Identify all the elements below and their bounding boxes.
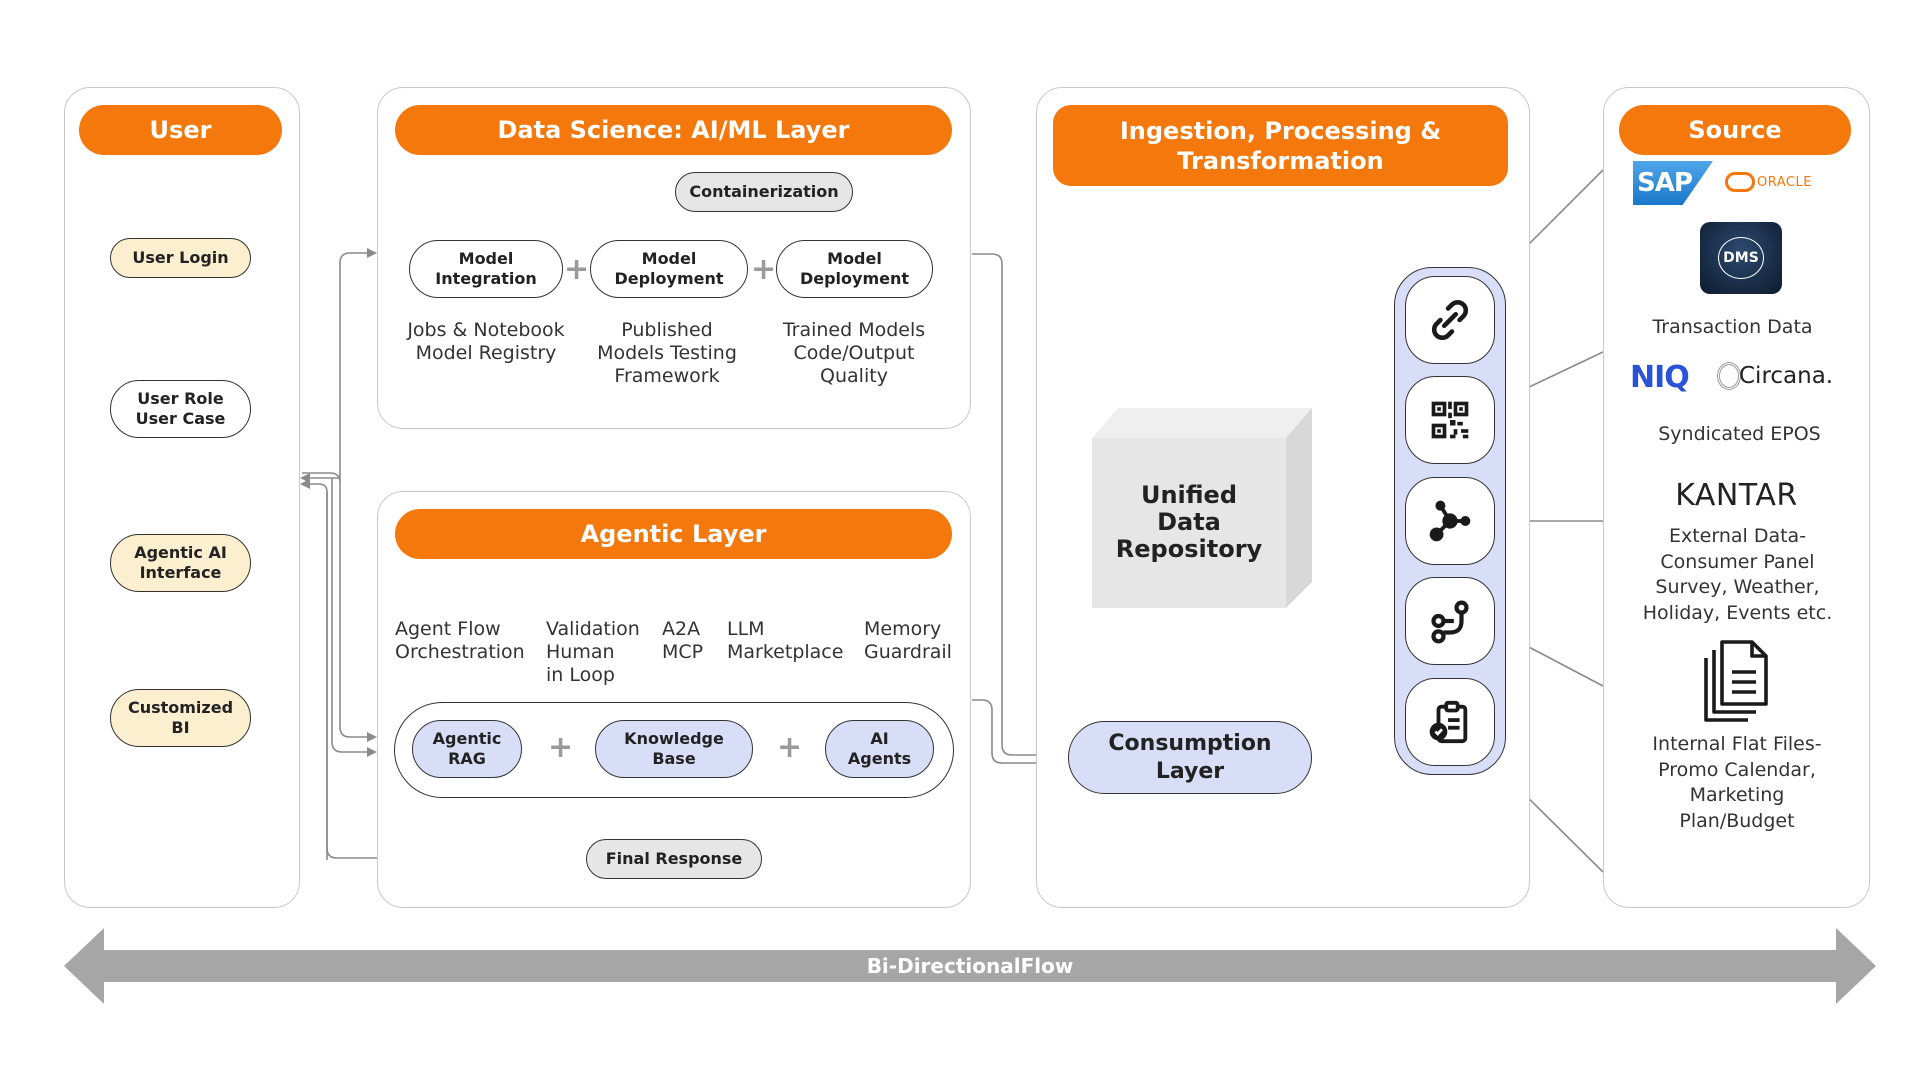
qr-code-icon <box>1405 376 1495 464</box>
internal-flat-files-label: Internal Flat Files- Promo Calendar, Mar… <box>1652 733 1822 832</box>
niq-logo: NIQ <box>1630 360 1690 395</box>
dms-logo-text: DMS <box>1718 237 1764 279</box>
containerization-node[interactable]: Containerization <box>675 172 853 212</box>
capability-orchestration: Agent Flow Orchestration <box>395 618 525 663</box>
agentic-rag-node[interactable]: Agentic RAG <box>412 720 522 778</box>
oracle-logo: ORACLE <box>1725 172 1812 192</box>
knowledge-base-node[interactable]: Knowledge Base <box>595 720 753 778</box>
model-deployment-description: Published Models Testing Framework <box>597 319 737 387</box>
transaction-data-label: Transaction Data <box>1652 316 1813 338</box>
syndicated-epos-label: Syndicated EPOS <box>1658 423 1821 445</box>
oracle-ring-icon <box>1725 172 1755 192</box>
kantar-logo: KANTAR <box>1675 478 1798 513</box>
capability-memory: Memory Guardrail <box>864 618 952 663</box>
graph-node-icon <box>1405 477 1495 565</box>
plus-icon: + <box>751 252 777 287</box>
user-role-node[interactable]: User Role User Case <box>110 380 251 438</box>
capability-llm: LLM Marketplace <box>727 618 844 663</box>
customized-bi-node[interactable]: Customized BI <box>110 689 251 747</box>
model-integration-description: Jobs & Notebook Model Registry <box>407 319 565 364</box>
data-science-header: Data Science: AI/ML Layer <box>395 105 952 155</box>
user-header: User <box>79 105 282 155</box>
link-icon <box>1405 276 1495 364</box>
external-data-label: External Data- Consumer Panel Survey, We… <box>1642 525 1833 624</box>
files-icon <box>1704 640 1768 722</box>
agentic-panel <box>377 491 971 908</box>
sap-logo-text: SAP <box>1637 168 1693 198</box>
clipboard-check-icon <box>1405 678 1495 766</box>
agentic-ai-interface-node[interactable]: Agentic AI Interface <box>110 534 251 592</box>
circana-swirl-icon <box>1717 362 1741 390</box>
plus-icon: + <box>777 730 803 765</box>
bi-directional-flow-label: Bi-DirectionalFlow <box>866 954 1074 978</box>
branch-icon <box>1405 577 1495 665</box>
plus-icon: + <box>548 730 574 765</box>
model-deployment-trained-node[interactable]: Model Deployment <box>776 240 933 298</box>
user-login-node[interactable]: User Login <box>110 238 251 278</box>
model-deployment-node[interactable]: Model Deployment <box>590 240 748 298</box>
capability-validation: Validation Human in Loop <box>546 618 640 686</box>
ai-agents-node[interactable]: AI Agents <box>825 720 934 778</box>
sap-logo: SAP <box>1633 161 1713 205</box>
ingestion-header: Ingestion, Processing & Transformation <box>1053 105 1508 186</box>
oracle-logo-text: ORACLE <box>1757 174 1812 190</box>
final-response-node[interactable]: Final Response <box>586 839 762 879</box>
consumption-layer-node[interactable]: Consumption Layer <box>1068 721 1312 794</box>
source-header: Source <box>1619 105 1851 155</box>
capability-a2a-mcp: A2A MCP <box>662 618 704 663</box>
circana-logo-text: Circana. <box>1739 363 1834 389</box>
model-integration-node[interactable]: Model Integration <box>409 240 563 298</box>
plus-icon: + <box>564 252 590 287</box>
bi-directional-arrow <box>64 928 1876 1004</box>
user-panel <box>64 87 300 908</box>
unified-data-repository-cube <box>1092 408 1312 608</box>
agentic-header: Agentic Layer <box>395 509 952 559</box>
circana-logo: Circana. <box>1717 362 1833 390</box>
unified-data-repository-label: Unified Data Repository <box>1115 481 1263 563</box>
trained-models-description: Trained Models Code/Output Quality <box>782 319 926 387</box>
dms-logo: DMS <box>1700 222 1782 294</box>
